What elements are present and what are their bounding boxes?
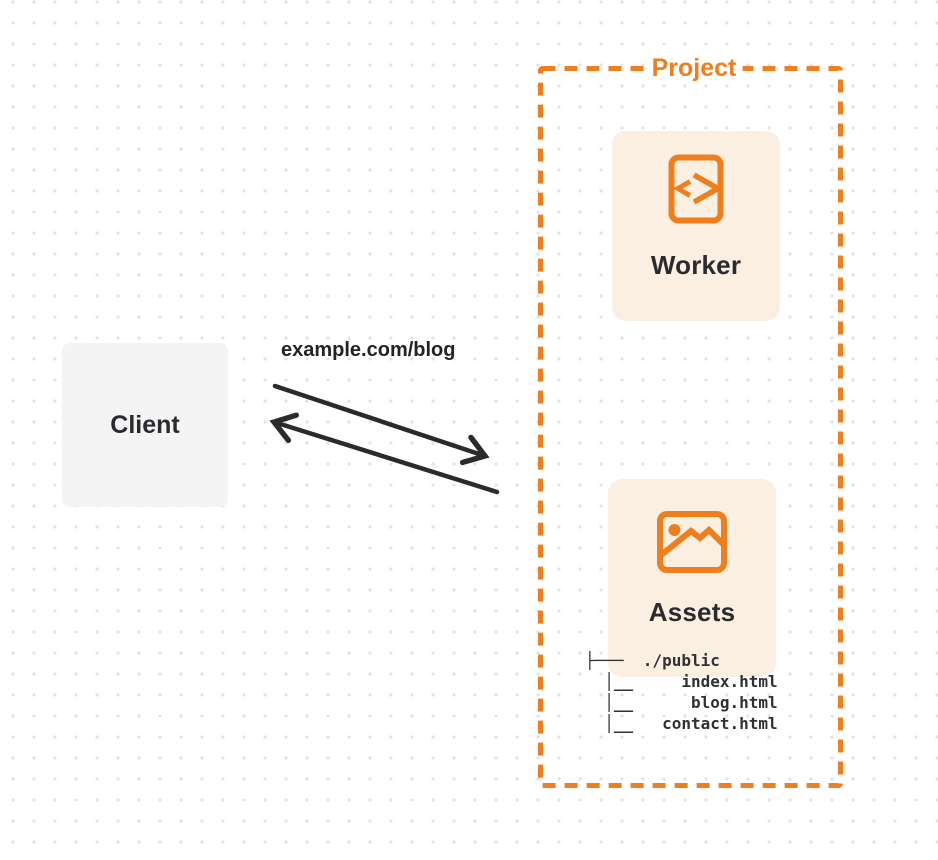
assets-card: Assets: [608, 479, 776, 677]
project-label: Project: [645, 54, 743, 82]
request-arrow: [272, 383, 490, 466]
code-icon: [668, 154, 724, 224]
request-url-label: example.com/blog: [281, 339, 456, 361]
worker-label: Worker: [650, 250, 742, 280]
image-icon: [657, 511, 727, 573]
assets-file-tree: ├─── ./public │__ index.html │__ blog.ht…: [585, 651, 778, 733]
client-box: Client: [62, 343, 228, 507]
client-label: Client: [110, 410, 180, 439]
worker-card: Worker: [612, 131, 780, 321]
response-arrow: [269, 412, 500, 495]
assets-label: Assets: [648, 597, 736, 627]
